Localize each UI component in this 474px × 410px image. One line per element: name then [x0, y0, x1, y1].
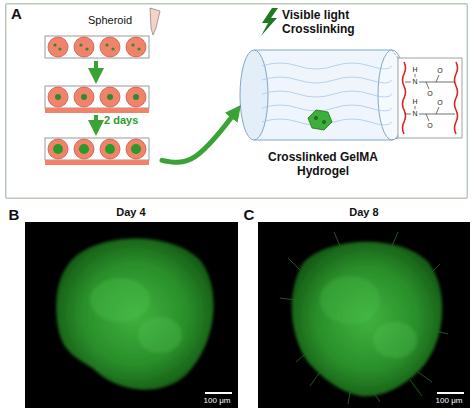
- atom-symbol: N: [411, 109, 419, 118]
- spheroid-fluorescence: [56, 238, 213, 389]
- panel-frame: A Spheroid 2 days Visible light Crosslinkin…: [5, 3, 468, 199]
- scale-label: 100 μm: [196, 396, 238, 407]
- fluorescence-image: Day 8 100 μm: [258, 205, 470, 408]
- well-plate: [45, 36, 149, 58]
- well-plate-schematic: Spheroid 2 days: [35, 10, 165, 189]
- atom-symbol: O: [436, 98, 444, 107]
- well-plate: [45, 86, 149, 113]
- atom-symbol: H: [411, 65, 419, 74]
- atom-symbol: N: [411, 77, 419, 86]
- timepoint-label: Day 4: [101, 206, 161, 221]
- hydrogel-schematic: Visible light CrosslinkingCrosslinked Ge…: [235, 6, 465, 192]
- hydrogel-cylinder: [240, 50, 406, 140]
- curved-arrow: [162, 110, 237, 162]
- atom-symbol: H: [411, 97, 419, 106]
- scale-label: 100 μm: [428, 396, 470, 407]
- atom-symbol: O: [436, 66, 444, 75]
- spheroid-fluorescence: [280, 232, 448, 404]
- step-label: Spheroid: [88, 14, 146, 29]
- process-label: Visible light Crosslinking: [282, 8, 378, 40]
- atom-symbol: O: [426, 89, 434, 98]
- crosslink-structure: [398, 58, 462, 138]
- atom-symbol: O: [426, 121, 434, 130]
- micrograph-ground: [25, 222, 238, 408]
- step-arrow: [94, 61, 98, 128]
- well-plate: [45, 138, 149, 165]
- panel-letter: A: [11, 5, 29, 24]
- fluorescence-image: Day 4 100 μm: [25, 205, 238, 408]
- scale-bar: [205, 393, 232, 394]
- timepoint-label: Day 8: [334, 206, 394, 221]
- panel-letter: C: [241, 205, 257, 224]
- pipette-icon: [150, 8, 160, 35]
- time-label: 2 days: [104, 114, 148, 129]
- lightning-icon: [261, 8, 278, 36]
- panel-letter: B: [6, 205, 22, 224]
- micrograph-ground: [258, 222, 470, 408]
- material-label: Crosslinked GelMA Hydrogel: [248, 150, 398, 182]
- scale-bar: [437, 393, 464, 394]
